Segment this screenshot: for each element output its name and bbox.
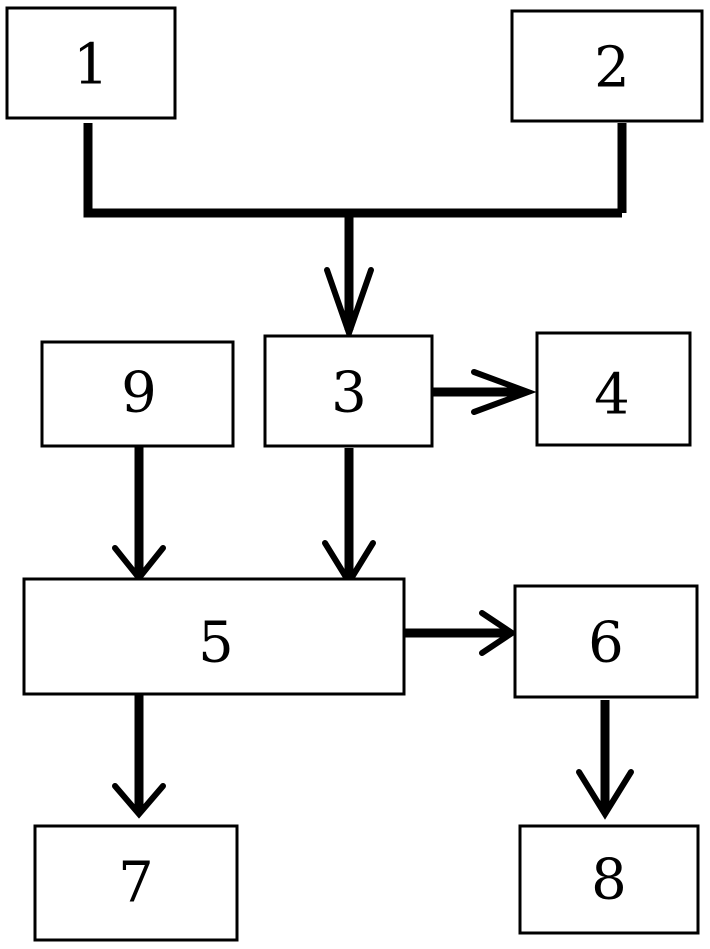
box-1-label: 1 <box>73 33 109 98</box>
box-9-label: 9 <box>121 361 157 426</box>
box-3: 3 <box>263 334 434 448</box>
box-4-label: 4 <box>594 363 630 428</box>
arrowhead-into-4 <box>471 369 537 415</box>
box-5: 5 <box>22 577 406 696</box>
box-8: 8 <box>518 824 700 935</box>
box-6-label: 6 <box>588 611 624 676</box>
connector-1-merge <box>83 123 622 218</box>
box-6: 6 <box>513 584 699 699</box>
arrowhead-into-8 <box>576 769 634 820</box>
arrowhead-into-7 <box>112 783 166 819</box>
box-2-label: 2 <box>594 36 630 101</box>
box-7-label: 7 <box>118 851 154 916</box>
box-2: 2 <box>510 9 704 123</box>
connectors <box>83 123 634 820</box>
box-7: 7 <box>33 824 239 942</box>
box-1: 1 <box>5 6 177 120</box>
arrowhead-into-3 <box>324 267 374 343</box>
box-4: 4 <box>535 331 692 447</box>
arrowhead-into-6 <box>479 610 518 656</box>
box-8-label: 8 <box>591 848 627 913</box>
box-5-label: 5 <box>198 611 234 676</box>
box-9: 9 <box>40 340 235 448</box>
box-3-label: 3 <box>331 361 367 426</box>
